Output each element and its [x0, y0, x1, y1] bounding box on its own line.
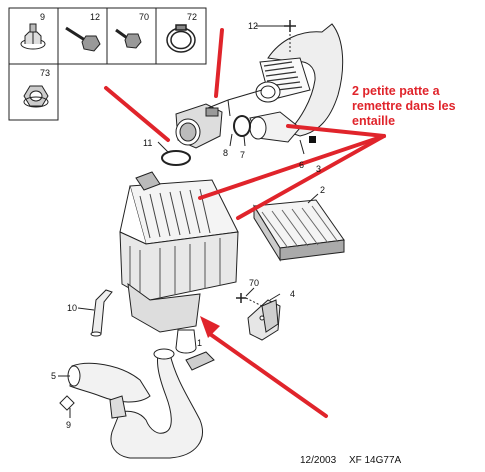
seal-ring-7: [233, 115, 251, 137]
callout-10: 10: [67, 303, 77, 313]
annotation-note: 2 petite patte a remettre dans les entai…: [352, 84, 456, 128]
red-arrowhead: [200, 316, 220, 338]
bolt-icon: [65, 26, 101, 52]
callout-7: 7: [240, 150, 245, 160]
hose-clamp-icon: [166, 24, 196, 53]
air-flow-meter: [175, 103, 223, 149]
cross-marker-icon: [236, 293, 246, 303]
cross-marker-icon: [284, 20, 296, 32]
callout-70: 70: [249, 278, 259, 288]
inset-label-72: 72: [187, 12, 197, 22]
leader-10: [77, 307, 95, 311]
leader-4: [269, 293, 281, 301]
callout-2: 2: [320, 185, 325, 195]
callout-9: 9: [66, 420, 71, 430]
callout-1: 1: [197, 338, 202, 348]
callout-5: 5: [51, 371, 56, 381]
inset-label-9: 9: [40, 12, 45, 22]
fastener-square-icon: [59, 395, 75, 411]
inset-label-73: 73: [40, 68, 50, 78]
footer-reference: XF 14G77A: [348, 455, 402, 466]
clip-marker: [309, 136, 316, 143]
footer-date: 12/2003: [300, 455, 337, 466]
diagram-footer: 12/2003 XF 14G77A: [300, 455, 401, 466]
callout-8: 8: [223, 148, 228, 158]
leader-lines-bracket: [245, 297, 263, 307]
leader-lines-upper: [157, 89, 305, 155]
drain-tube: [90, 289, 113, 337]
inset-label-12: 12: [90, 12, 100, 22]
inset-parts-table: [8, 7, 207, 121]
callout-11: 11: [143, 138, 152, 148]
inset-label-70: 70: [139, 12, 149, 22]
lower-inlet-duct: [67, 348, 215, 459]
callout-4: 4: [290, 289, 295, 299]
callout-12: 12: [248, 21, 258, 31]
leader-70: [245, 287, 255, 297]
air-filter-box: [119, 171, 239, 354]
seal-ring-11: [161, 150, 191, 166]
leader-2: [307, 193, 319, 204]
intake-duct: [249, 23, 344, 143]
callout-3: 3: [316, 164, 321, 174]
filter-element: [253, 199, 345, 262]
screw-icon: [115, 28, 142, 49]
stud-nut-icon: [20, 23, 46, 50]
mounting-bracket: [247, 299, 281, 341]
red-annotation-arrows: [104, 28, 386, 418]
callout-6: 6: [299, 160, 304, 170]
hex-nut-icon: [23, 85, 49, 108]
